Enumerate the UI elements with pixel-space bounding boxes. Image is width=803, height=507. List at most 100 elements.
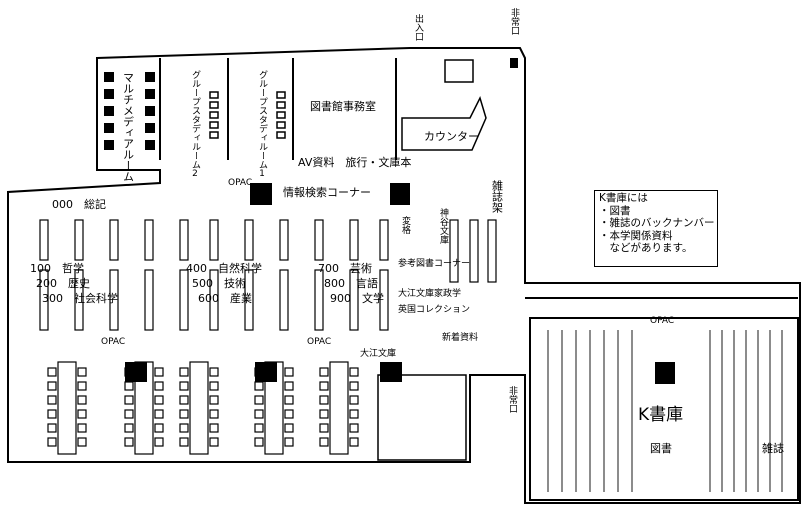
building-outline [7, 47, 801, 504]
chair [77, 395, 87, 405]
chair [284, 395, 294, 405]
group-study-2-label: グループスタディルーム2 [190, 70, 201, 179]
study-seat [209, 101, 219, 109]
reading-table [57, 361, 77, 455]
chair [284, 409, 294, 419]
chair [154, 395, 164, 405]
book-shelf [314, 219, 324, 261]
book-shelf [109, 219, 119, 261]
class-800-label: 800 言語 [324, 276, 378, 290]
book-shelf [74, 219, 84, 261]
chair [47, 395, 57, 405]
book-shelf [449, 219, 459, 283]
chair [47, 423, 57, 433]
opac-label-info: OPAC [228, 178, 252, 188]
chair [349, 381, 359, 391]
new-arrivals-label: 新着資料 [442, 331, 478, 343]
reading-table [189, 361, 209, 455]
study-seat [276, 111, 286, 119]
multimedia-seat [104, 89, 114, 99]
multimedia-room-label: マルチメディアルーム [122, 72, 135, 182]
class-900-label: 900 文学 [330, 291, 384, 305]
k-books-label: 図書 [650, 441, 672, 455]
chair [47, 381, 57, 391]
chair [319, 409, 329, 419]
book-shelf [379, 269, 389, 331]
chair [77, 381, 87, 391]
study-seat [209, 131, 219, 139]
class-200-label: 200 歴史 [36, 277, 90, 290]
chair [254, 437, 264, 447]
chair [77, 367, 87, 377]
group-study-1-label: グループスタディルーム1 [257, 70, 268, 179]
book-shelf [279, 219, 289, 261]
ooe-kasei-label: 大江文庫家政学 [398, 287, 461, 299]
chair [124, 381, 134, 391]
book-shelf [349, 219, 359, 261]
opac-label-mid: OPAC [307, 337, 331, 347]
counter-desk [401, 95, 487, 151]
chair [154, 381, 164, 391]
chair [254, 409, 264, 419]
book-shelf [469, 219, 479, 283]
chair [209, 367, 219, 377]
emergency-exit-mid-label: 非常口 [507, 385, 518, 413]
reading-table [329, 361, 349, 455]
av-travel-label: AV資料 旅行・文庫本 [298, 155, 411, 169]
info-box-item-university: ・本学関係資料 [599, 229, 673, 242]
multimedia-seat [104, 140, 114, 150]
chair [319, 367, 329, 377]
book-shelf [109, 269, 119, 331]
chair [209, 381, 219, 391]
chair [47, 409, 57, 419]
multimedia-seat [145, 72, 155, 82]
book-shelf [209, 219, 219, 261]
chair [284, 423, 294, 433]
class-600-label: 600 産業 [198, 292, 252, 305]
multimedia-seat [145, 123, 155, 133]
chair [124, 437, 134, 447]
chair [284, 367, 294, 377]
chair [209, 437, 219, 447]
chair [284, 381, 294, 391]
class-400-label: 400 自然科学 [186, 261, 262, 275]
chair [47, 437, 57, 447]
chair [349, 395, 359, 405]
chair [124, 409, 134, 419]
ooe-bunko-label: 大江文庫 [360, 347, 396, 359]
chair [319, 395, 329, 405]
magazines-vertical-label: 雑誌架 [491, 179, 504, 213]
chair [154, 367, 164, 377]
multimedia-seat [145, 106, 155, 116]
class-700-label: 700 芸術 [318, 262, 372, 275]
chair [124, 423, 134, 433]
study-seat [276, 91, 286, 99]
chair [179, 437, 189, 447]
chair [284, 437, 294, 447]
multimedia-seat [145, 140, 155, 150]
kami-bunko-label: 神谷文庫 [438, 207, 449, 245]
chair [349, 437, 359, 447]
study-seat [209, 111, 219, 119]
study-seat [276, 121, 286, 129]
chair [154, 437, 164, 447]
chair [179, 409, 189, 419]
class-100-label: 100 哲学 [30, 261, 84, 275]
chair [319, 381, 329, 391]
office-label: 図書館事務室 [310, 99, 376, 113]
chair [349, 409, 359, 419]
chair [77, 423, 87, 433]
opac-label-left: OPAC [101, 337, 125, 347]
multimedia-seat [104, 123, 114, 133]
book-shelf [244, 219, 254, 261]
study-seat [209, 121, 219, 129]
emergency-exit-top-label: 非常口 [509, 7, 520, 35]
info-box-item-etc: などがあります。 [599, 242, 693, 254]
entrance-label: 出入口 [413, 13, 424, 41]
chair [254, 381, 264, 391]
info-box-item-back-numbers: ・雑誌のバックナンバー [599, 217, 715, 229]
book-shelf [179, 219, 189, 261]
chair [179, 395, 189, 405]
chair [179, 381, 189, 391]
chair [154, 409, 164, 419]
